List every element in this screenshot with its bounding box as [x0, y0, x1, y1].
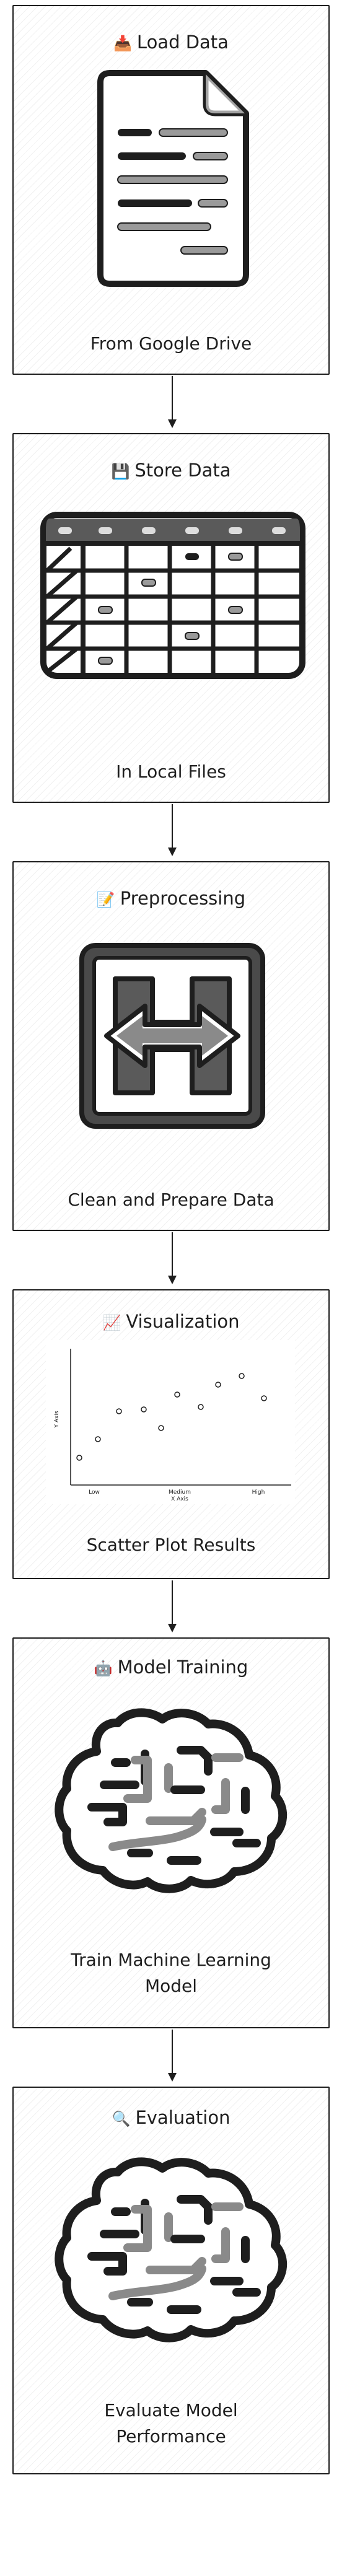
step-title-text: Model Training: [117, 1657, 248, 1678]
table-icon: [40, 512, 305, 679]
x-tick-medium: Medium: [169, 1489, 191, 1496]
step-title-text: Visualization: [126, 1311, 240, 1332]
step-preprocessing: 📝 Preprocessing Clean and Prepare Data: [12, 861, 330, 1231]
x-tick-low: Low: [89, 1489, 100, 1496]
caption-line: Performance: [116, 2426, 226, 2447]
flow-arrow: [168, 1580, 177, 1632]
scatter-point: [95, 1436, 101, 1442]
step-model-training: 🤖Model Training Train Machine Learning M…: [12, 1637, 330, 2028]
x-tick-high: High: [252, 1489, 265, 1496]
brain-icon: [55, 2157, 287, 2342]
step-title: 💾Store Data: [14, 459, 328, 483]
caption-line: In Local Files: [116, 761, 226, 782]
step-visualization: 📈 Visualization Y Axis Low Medium High X …: [12, 1289, 330, 1579]
flow-arrow: [168, 376, 177, 428]
floppy-disk-icon: 💾: [111, 463, 130, 480]
step-title: 📝 Preprocessing: [14, 887, 328, 911]
y-axis-label: Y Axis: [54, 1411, 60, 1428]
flow-arrow: [168, 1232, 177, 1284]
caption-line: Clean and Prepare Data: [68, 1189, 275, 1210]
step-title-text: Store Data: [134, 460, 231, 481]
step-title-text: Load Data: [136, 32, 229, 53]
step-caption: From Google Drive: [14, 331, 328, 357]
step-title: 📥Load Data: [14, 31, 328, 55]
step-title-text: Evaluation: [135, 2107, 231, 2128]
memo-icon: 📝: [96, 891, 115, 908]
inbox-tray-icon: 📥: [113, 35, 132, 52]
scatter-point: [158, 1425, 164, 1431]
caption-line: Train Machine Learning: [71, 1950, 271, 1970]
chart-increasing-icon: 📈: [102, 1314, 121, 1331]
scatter-point: [239, 1373, 245, 1379]
step-title: 🤖Model Training: [14, 1656, 328, 1680]
flow-arrow: [168, 2030, 177, 2082]
scatter-point: [215, 1382, 221, 1388]
step-caption: Evaluate Model Performance: [14, 2398, 328, 2450]
scatter-point: [76, 1455, 82, 1461]
resize-horizontal-icon: [79, 943, 265, 1129]
step-caption: Scatter Plot Results: [14, 1532, 328, 1558]
scatter-point: [261, 1395, 267, 1401]
scatter-point: [116, 1408, 122, 1414]
step-caption: Clean and Prepare Data: [14, 1187, 328, 1213]
step-store-data: 💾Store Data In Local Files: [12, 433, 330, 803]
magnifier-icon: 🔍: [112, 2110, 131, 2127]
step-evaluation: 🔍Evaluation Evaluate Model Performance: [12, 2087, 330, 2474]
step-caption: In Local Files: [14, 759, 328, 785]
step-title: 🔍Evaluation: [14, 2106, 328, 2130]
step-caption: Train Machine Learning Model: [14, 1947, 328, 1999]
caption-line: Evaluate Model: [104, 2400, 238, 2420]
scatter-plot: Y Axis Low Medium High X Axis: [46, 1340, 295, 1504]
scatter-point: [141, 1406, 147, 1413]
flow-arrow: [168, 804, 177, 856]
brain-icon: [55, 1708, 287, 1893]
caption-line: Model: [144, 1976, 198, 1996]
x-axis-label: X Axis: [171, 1496, 188, 1502]
robot-icon: 🤖: [94, 1660, 113, 1677]
step-load-data: 📥Load Data From Google Drive: [12, 5, 330, 375]
step-title-text: Preprocessing: [120, 888, 246, 909]
caption-line: From Google Drive: [90, 333, 252, 354]
scatter-point: [174, 1391, 180, 1398]
step-title: 📈 Visualization: [14, 1310, 328, 1334]
document-icon: [97, 70, 249, 287]
caption-line: Scatter Plot Results: [86, 1535, 256, 1555]
scatter-point: [198, 1404, 204, 1410]
